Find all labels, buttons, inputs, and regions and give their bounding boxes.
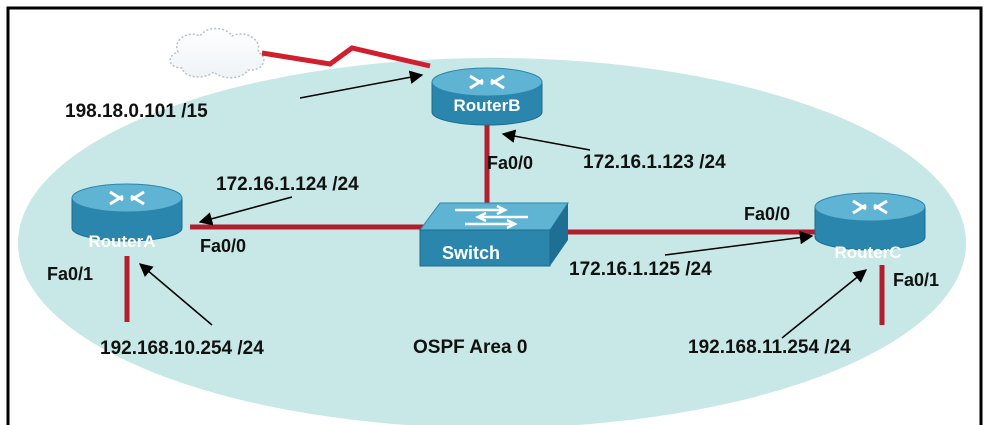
- routera-lan-address: 172.16.1.124 /24: [216, 174, 359, 195]
- router-icon: [852, 199, 888, 215]
- router-b-label: RouterB: [453, 96, 520, 115]
- routera-fa01-label: Fa0/1: [47, 264, 93, 284]
- arrow-c-lan: [664, 230, 814, 256]
- routerb-fa00-label: Fa0/0: [487, 153, 533, 173]
- router-c[interactable]: RouterC: [814, 192, 926, 262]
- routerb-serial-address: 198.18.0.101 /15: [65, 101, 208, 122]
- routerc-fa00-label: Fa0/0: [744, 204, 790, 224]
- routerc-lan-address: 172.16.1.125 /24: [569, 259, 712, 280]
- switch-icon: [455, 204, 528, 230]
- router-c-label: RouterC: [834, 243, 901, 262]
- router-icon: [469, 74, 505, 90]
- serial-link: [261, 45, 431, 69]
- arrow-b-lan: [501, 129, 591, 151]
- switch-label: Switch: [442, 243, 500, 263]
- ospf-area-label: OSPF Area 0: [413, 337, 527, 358]
- arrow-b-serial: [299, 70, 424, 99]
- router-a-label: RouterA: [88, 232, 155, 251]
- router-a[interactable]: RouterA: [71, 183, 183, 251]
- switch[interactable]: Switch: [419, 202, 569, 267]
- cloud-icon: [169, 27, 265, 79]
- routera-lan2-address: 192.168.10.254 /24: [100, 338, 264, 359]
- router-b[interactable]: RouterB: [431, 67, 543, 126]
- arrow-a-lan2: [138, 263, 213, 326]
- routerc-fa01-label: Fa0/1: [893, 270, 939, 290]
- arrow-c-lan2: [781, 269, 868, 339]
- arrow-a-lan: [198, 196, 293, 226]
- routera-fa00-label: Fa0/0: [200, 236, 246, 256]
- routerb-lan-address: 172.16.1.123 /24: [583, 152, 726, 173]
- router-icon: [109, 190, 145, 206]
- routerc-lan2-address: 192.168.11.254 /24: [688, 337, 851, 358]
